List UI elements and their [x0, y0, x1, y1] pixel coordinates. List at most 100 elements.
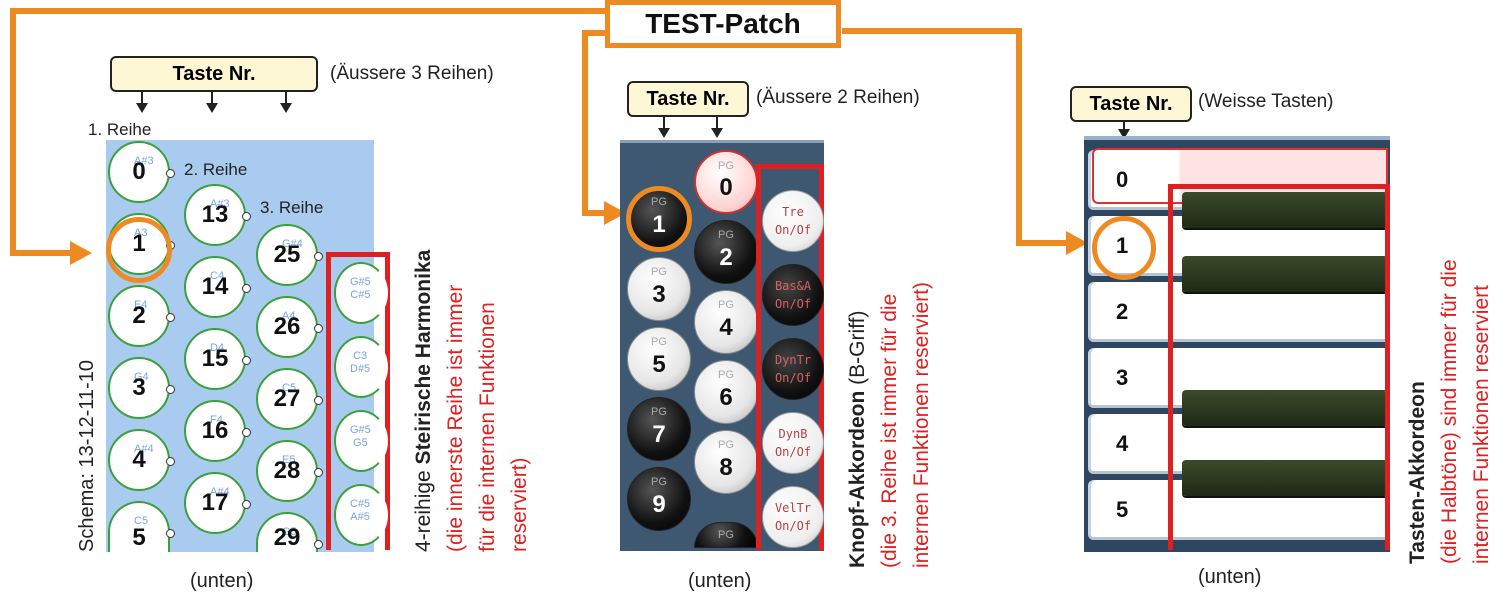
accordion-button-7[interactable]: PG 7	[627, 397, 691, 461]
left-caption-prefix: 4-reihige	[412, 464, 435, 552]
key-number: 5	[1116, 497, 1129, 522]
button-note-label: A#4	[210, 486, 230, 498]
button-pg-label: PG	[718, 369, 734, 381]
button-note-label: C5	[282, 382, 297, 394]
right-caption-red-2: internen Funktionen reserviert	[1470, 285, 1493, 564]
button-pg-label: PG	[718, 229, 734, 241]
button-indicator-dot	[242, 212, 251, 221]
button-pg-label: PG	[651, 476, 667, 488]
right-black-key-1	[1182, 192, 1388, 228]
button-number: 28	[273, 457, 301, 484]
button-indicator-dot	[242, 500, 251, 509]
button-pg-label: PG	[718, 299, 734, 311]
button-note-label: F4	[210, 414, 223, 426]
button-note-label: E4	[134, 299, 148, 311]
button-pg-label: PG	[718, 160, 734, 172]
left-bottom-label: (unten)	[190, 570, 254, 592]
button-number: 5	[132, 524, 146, 551]
button-note-label: A#3	[134, 155, 154, 167]
connector-left-across	[10, 250, 70, 256]
mid-arrow-1	[658, 115, 670, 138]
white-key-2[interactable]: 2	[1088, 282, 1388, 342]
connector-mid-across	[582, 210, 606, 216]
left-caption-red-1: (die innerste Reihe ist immer	[444, 284, 467, 552]
reserved-button: C3 D#5	[334, 336, 388, 398]
button-number: 4	[132, 446, 146, 473]
button-number: 17	[201, 489, 229, 516]
connector-left-down	[10, 8, 16, 256]
button-number: 8	[719, 454, 733, 481]
mid-bottom-label: (unten)	[688, 570, 752, 592]
button-number: 13	[201, 201, 229, 228]
reserved-note-label: G#5 G5	[350, 424, 371, 449]
function-button-1: Tre On/Of	[762, 190, 824, 252]
button-indicator-dot	[314, 540, 323, 549]
left-taste-nr-label: Taste Nr.	[110, 56, 318, 92]
left-reserved-frame	[326, 252, 390, 550]
reserved-button: G#5 G5	[334, 410, 388, 472]
left-arrow-2	[206, 90, 218, 113]
right-label-hint: (Weisse Tasten)	[1198, 91, 1334, 112]
key-number: 3	[1116, 365, 1129, 390]
left-arrow-1	[136, 90, 148, 113]
button-note-label: G5	[282, 526, 297, 538]
button-note-label: A4	[282, 310, 296, 322]
connector-left-arrow-head	[70, 241, 92, 265]
button-indicator-dot	[166, 385, 175, 394]
right-selected-ring	[1092, 216, 1156, 280]
connector-top-line	[10, 8, 606, 14]
accordion-button-partial: PG	[694, 522, 758, 548]
test-patch-box: TEST-Patch	[605, 0, 841, 48]
button-indicator-dot	[314, 468, 323, 477]
right-black-key-3	[1182, 390, 1388, 426]
button-number: 9	[652, 491, 666, 518]
mid-caption-red-1: (die 3. Reihe ist immer für die	[878, 293, 901, 568]
right-taste-nr-label: Taste Nr.	[1070, 86, 1192, 122]
button-pg-label: PG	[651, 266, 667, 278]
connector-right-down	[1016, 28, 1022, 246]
button-number: 26	[273, 313, 301, 340]
accordion-button-8[interactable]: PG 8	[694, 430, 758, 494]
connector-right-across	[1016, 240, 1068, 246]
button-note-label: D4	[210, 342, 225, 354]
button-number: 7	[652, 421, 666, 448]
left-row1-label: 1. Reihe	[88, 120, 152, 139]
mid-taste-nr-label: Taste Nr.	[627, 81, 749, 117]
accordion-button-9[interactable]: PG 9	[627, 467, 691, 531]
button-number: 25	[273, 241, 301, 268]
left-row2-label: 2. Reihe	[184, 160, 248, 179]
button-number: 5	[652, 351, 666, 378]
button-indicator-dot	[242, 284, 251, 293]
right-black-key-2	[1182, 256, 1388, 292]
button-pg-label: PG	[651, 406, 667, 418]
left-selected-ring	[106, 217, 172, 283]
right-caption-red-1: (die Halbtöne) sind immer für die	[1438, 259, 1461, 564]
button-indicator-dot	[166, 457, 175, 466]
button-number: 16	[201, 417, 229, 444]
button-note-label: C4	[210, 270, 225, 282]
button-indicator-dot	[166, 169, 175, 178]
button-pg-label: PG	[718, 439, 734, 451]
button-number: 15	[201, 345, 229, 372]
button-note-label: C5	[134, 515, 149, 527]
